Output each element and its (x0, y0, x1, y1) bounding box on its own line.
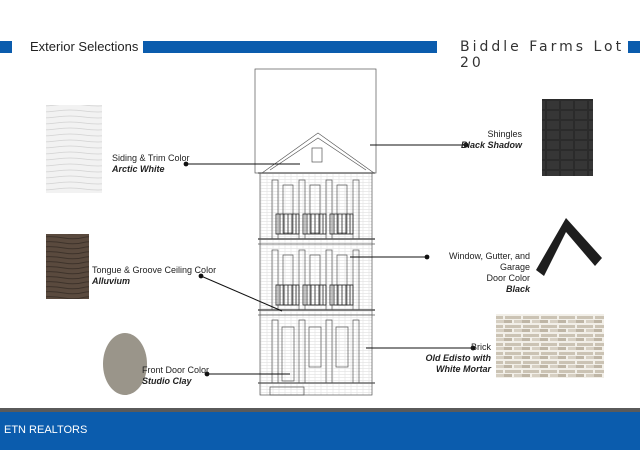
front-door-swatch (103, 333, 147, 395)
balcony-railings (275, 213, 354, 306)
gutter-swatch (536, 218, 602, 276)
header-accent-right (628, 41, 640, 53)
window-gutter-label: Window, Gutter, and Garage Door Color Bl… (420, 251, 530, 295)
tongue-groove-swatch (46, 234, 89, 299)
brick-value-line1: Old Edisto with (425, 353, 492, 363)
siding-swatch (46, 105, 102, 193)
leader-lines (186, 144, 473, 375)
front-door-label: Front Door Color Studio Clay (142, 365, 210, 386)
siding-value: Arctic White (112, 164, 165, 174)
leader-dots (183, 142, 476, 377)
tongue-groove-label: Tongue & Groove Ceiling Color Alluvium (92, 265, 217, 286)
front-door-value: Studio Clay (142, 376, 192, 386)
house-elevation (254, 68, 377, 396)
shingles-value: Black Shadow (460, 140, 522, 150)
footer-bar (0, 408, 640, 450)
page-title: Exterior Selections (30, 39, 139, 54)
shingles-swatch (542, 99, 593, 176)
header-accent-left (0, 41, 12, 53)
shingles-label: Shingles Black Shadow (440, 129, 522, 151)
brick-label: Brick Old Edisto with White Mortar (420, 342, 492, 375)
window-gutter-value: Black (505, 284, 530, 294)
brick-value-line2: White Mortar (436, 364, 491, 374)
footer-brand: ETN REALTORS (4, 424, 88, 436)
tongue-groove-value: Alluvium (92, 276, 131, 286)
header-accent-bar (143, 41, 437, 53)
siding-label: Siding & Trim Color Arctic White (112, 153, 190, 174)
project-name: Biddle Farms Lot 20 (460, 39, 625, 71)
brick-swatch (496, 314, 604, 378)
